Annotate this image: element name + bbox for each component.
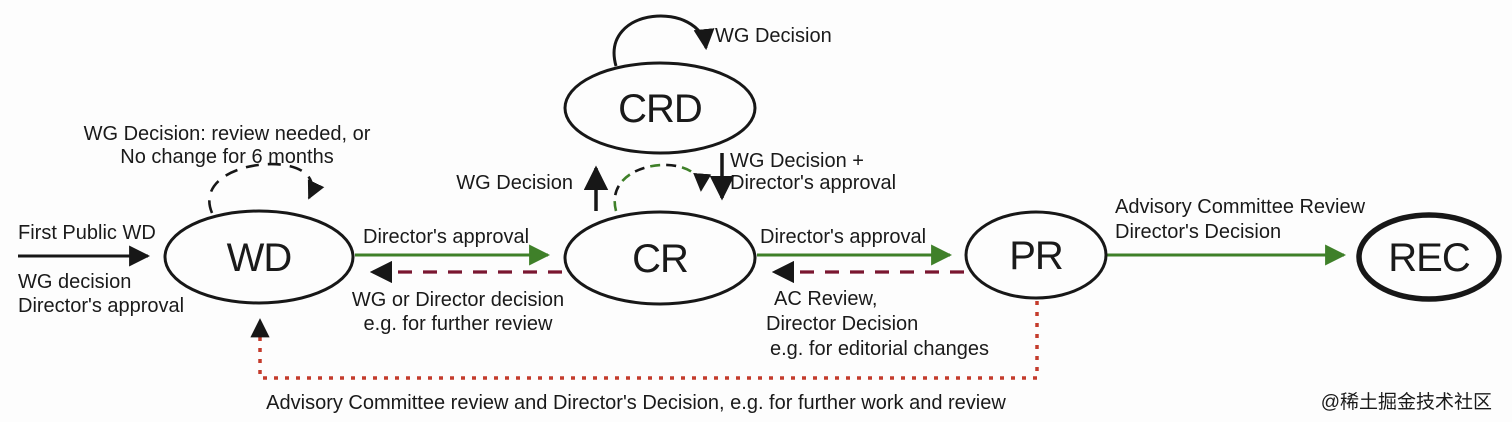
label-cr-to-pr: Director's approval xyxy=(760,226,926,248)
label-first-public-wd: First Public WD xyxy=(18,222,156,244)
label-cr-to-wd-line1: WG or Director decision xyxy=(352,289,564,311)
node-pr-label: PR xyxy=(1009,234,1063,278)
edge-pr-to-wd-arrow xyxy=(250,301,1039,380)
node-rec xyxy=(1356,212,1502,302)
label-crd-to-cr-line2: Director's approval xyxy=(730,172,896,194)
label-pr-to-rec-line1: Advisory Committee Review xyxy=(1115,196,1366,218)
label-pr-to-cr-line2: Director Decision xyxy=(766,313,918,335)
edge-wd-self-loop-arrow xyxy=(208,162,325,214)
label-wd-self-loop-line1: WG Decision: review needed, or xyxy=(84,123,371,145)
label-pr-to-cr-line3: e.g. for editorial changes xyxy=(770,338,989,360)
node-crd-label: CRD xyxy=(618,87,702,131)
label-wd-to-cr: Director's approval xyxy=(363,226,529,248)
node-crd xyxy=(563,61,757,155)
node-wd xyxy=(163,209,355,305)
label-wg-decision: WG decision xyxy=(18,271,131,293)
label-cr-to-crd: WG Decision xyxy=(456,172,573,194)
label-directors-approval-entry: Director's approval xyxy=(18,295,184,317)
label-pr-to-rec-line2: Director's Decision xyxy=(1115,221,1281,243)
watermark: @稀土掘金技术社区 xyxy=(1321,391,1492,413)
label-crd-self-loop: WG Decision xyxy=(715,25,832,47)
label-pr-to-cr-line1: AC Review, xyxy=(774,288,877,310)
edge-cr-self-loop-black xyxy=(613,163,712,212)
edge-cr-self-loop-green xyxy=(613,163,703,212)
edge-crd-self-loop-arrow xyxy=(612,14,715,67)
node-rec-label: REC xyxy=(1388,236,1470,280)
node-cr-label: CR xyxy=(632,237,688,281)
label-wd-self-loop-line2: No change for 6 months xyxy=(120,146,333,168)
node-wd-label: WD xyxy=(227,236,292,280)
node-cr xyxy=(563,210,757,306)
label-cr-to-wd-line2: e.g. for further review xyxy=(364,313,554,335)
label-pr-to-wd: Advisory Committee review and Director's… xyxy=(266,392,1006,414)
node-pr xyxy=(964,210,1108,300)
label-crd-to-cr-line1: WG Decision + xyxy=(730,150,864,172)
